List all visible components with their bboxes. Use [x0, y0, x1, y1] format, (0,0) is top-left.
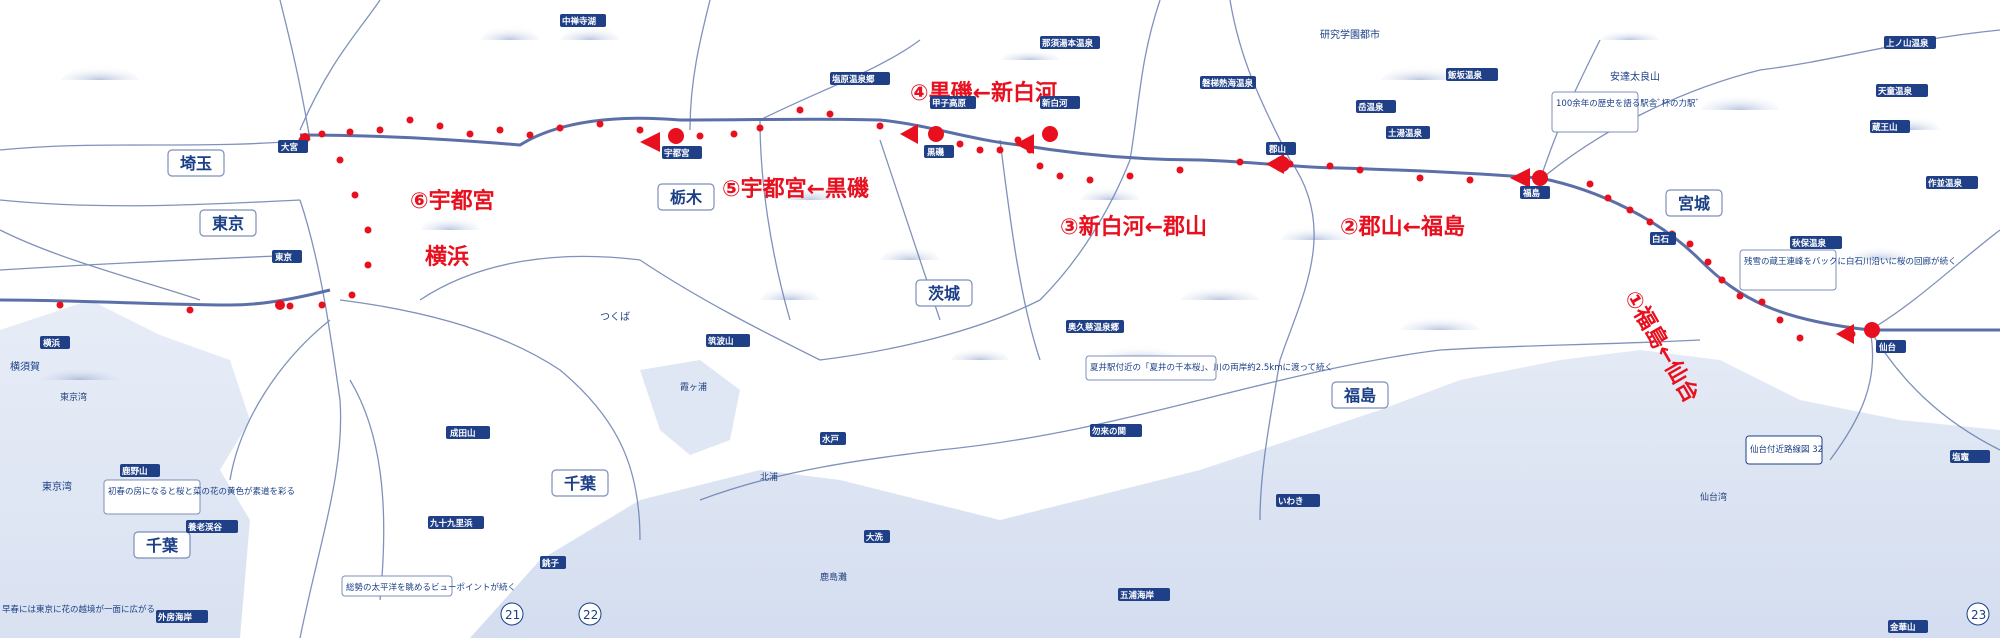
station-utsunomiya — [668, 128, 684, 144]
badge-yoro: 養老渓谷 — [187, 522, 223, 533]
note-sendai-map: 仙台付近路線図 32 — [1750, 444, 1823, 455]
page-23: 23 — [1971, 608, 1986, 622]
badge-bandai-atami: 磐梯熱海温泉 — [1201, 78, 1254, 89]
badge-izura: 五浦海岸 — [1120, 590, 1155, 601]
station-sendai — [1864, 322, 1880, 338]
badge-okukuji: 奥久慈温泉郷 — [1067, 322, 1120, 333]
badge-oarai: 大洗 — [866, 532, 884, 543]
main-line — [299, 116, 2000, 332]
route-label-5: ⑤宇都宮←黒磯 — [722, 176, 869, 202]
badge-utsunomiya: 宇都宮 — [664, 148, 690, 159]
badge-kujukuri: 九十九里浜 — [429, 518, 473, 529]
badge-choshi: 銚子 — [542, 558, 560, 569]
page-numbers: 21 22 23 — [500, 602, 1990, 626]
badge-tokyo: 東京 — [275, 252, 293, 263]
badge-naritasan: 成田山 — [450, 428, 476, 439]
badge-sotobo: 外房海岸 — [157, 612, 193, 623]
badge-shin-shirakawa: 新白河 — [1042, 98, 1068, 109]
route-label-3: ③新白河←郡山 — [1060, 214, 1207, 240]
badge-sakunami: 作並温泉 — [1928, 178, 1963, 189]
station-kuroiso — [928, 126, 944, 142]
tokaido-line — [0, 288, 331, 307]
note-3: 夏井駅付近の「夏井の千本桜」、川の両岸約2.5kmに渡って続く — [1090, 362, 1333, 373]
arrow-5 — [900, 124, 918, 144]
route-label-6: ⑥宇都宮 — [410, 188, 495, 214]
place-yokosuka: 横須賀 — [10, 360, 40, 373]
sea-pacific — [470, 350, 2000, 638]
pref-ibaraki: 茨城 — [928, 284, 960, 303]
badge-shiobara: 塩原温泉郷 — [832, 74, 875, 85]
route-label-7: 横浜 — [425, 245, 469, 270]
prefecture-labels: 埼玉 東京 栃木 茨城 千葉 千葉 宮城 福島 — [133, 149, 1723, 559]
notes: 100余年の歴史を語る駅舎ﾞ杯の力駅ﾞ 残雪の蔵王連峰をバックに白石川沿いに桜の… — [2, 91, 1957, 615]
place-tsukuba: つくば — [600, 311, 630, 323]
station-tokyo — [275, 300, 285, 310]
badge-mito: 水戸 — [821, 434, 840, 445]
badge-akiu: 秋保温泉 — [1791, 238, 1827, 249]
arrow-4 — [1015, 134, 1034, 154]
badge-tsuchiyu: 土湯温泉 — [1388, 128, 1423, 139]
sea-sendai-bay: 仙台湾 — [1700, 491, 1727, 503]
badge-nasu-yumoto: 那須湯本温泉 — [1042, 38, 1094, 49]
route-label-2: ②郡山←福島 — [1340, 214, 1465, 240]
pref-tokyo: 東京 — [212, 214, 244, 233]
station-shin-shirakawa — [1042, 126, 1058, 142]
badge-kinkasan: 金華山 — [1889, 622, 1916, 633]
badge-shiroishi: 白石 — [1652, 234, 1670, 245]
badge-tendo: 天童温泉 — [1878, 86, 1913, 97]
note-5: 総勢の太平洋を眺めるビューポイントが続く — [346, 582, 516, 593]
pref-chiba: 千葉 — [146, 536, 179, 555]
badge-kaminoyama: 上ノ山温泉 — [1886, 38, 1929, 49]
note-2: 残雪の蔵王連峰をバックに白石川沿いに桜の回廊が続く — [1744, 256, 1957, 267]
pref-miyagi: 宮城 — [1678, 194, 1710, 213]
note-1: 100余年の歴史を語る駅舎ﾞ杯の力駅ﾞ — [1556, 98, 1700, 109]
badge-dake: 岳温泉 — [1358, 102, 1384, 113]
badge-chuzenji: 中禅寺湖 — [562, 16, 597, 27]
route-labels: ①福島←仙台 ②郡山←福島 ③新白河←郡山 ④黒磯←新白河 ⑤宇都宮←黒磯 ⑥宇… — [410, 80, 1704, 407]
badge-shiogama: 塩竈 — [1952, 452, 1970, 463]
badge-koriyama: 郡山 — [1268, 144, 1286, 155]
place-inawashiro: 研究学園都市 — [1320, 28, 1380, 41]
lake-kasumigaura — [640, 360, 740, 455]
station-fukushima — [1532, 170, 1548, 186]
badge-kashi: 甲子高原 — [932, 98, 967, 109]
place-labels: 東京湾 横須賀 つくば 安達太良山 研究学園都市 — [10, 28, 1660, 493]
sea-kasumigaura: 霞ヶ浦 — [680, 381, 707, 393]
sea-kashimanada: 鹿島灘 — [820, 571, 847, 583]
arrow-2 — [1510, 168, 1530, 188]
badge-fukushima: 福島 — [1522, 188, 1541, 199]
route-arrows — [640, 124, 1854, 344]
pref-saitama: 埼玉 — [180, 154, 212, 173]
arrow-6 — [640, 132, 660, 152]
place-tokyo-bay: 東京湾 — [42, 480, 72, 493]
page-21: 21 — [505, 608, 520, 622]
badge-kanozan: 鹿野山 — [121, 466, 148, 477]
badge-iwaki: いわき — [1278, 497, 1304, 507]
note-4: 初春の房になると桜と菜の花の黄色が素道を彩る — [108, 486, 295, 497]
badge-iizaka: 飯坂温泉 — [1447, 70, 1483, 81]
pref-fukushima: 福島 — [1343, 386, 1376, 405]
badge-tsukuba: 筑波山 — [708, 336, 734, 347]
sea-kitaura: 北浦 — [760, 471, 778, 483]
pref-tochigi: 栃木 — [670, 188, 703, 207]
place-azuma: 安達太良山 — [1610, 70, 1660, 83]
badge-omiya: 大宮 — [281, 142, 299, 153]
badge-nakoso: 勿来の関 — [1091, 426, 1126, 437]
note-7: 早春には東京に花の越境が一面に広がる — [2, 604, 155, 615]
arrow-1 — [1836, 324, 1854, 344]
sea-labels: 霞ヶ浦 北浦 鹿島灘 仙台湾 東京湾 — [60, 381, 1727, 583]
badge-zaosan: 蔵王山 — [1872, 122, 1898, 133]
badge-kuroiso: 黒磯 — [927, 147, 945, 158]
station-badges: 仙台 福島 郡山 新白河 黒磯 宇都宮 大宮 東京 横浜 成田山 水戸 大洗 い… — [40, 14, 1990, 633]
pref-chiba-2: 千葉 — [564, 474, 597, 493]
badge-sendai: 仙台 — [1879, 342, 1897, 353]
page-22: 22 — [583, 608, 598, 622]
sea-tokyo-bay: 東京湾 — [60, 391, 87, 403]
badge-yokohama: 横浜 — [42, 338, 61, 349]
arrow-3 — [1266, 154, 1284, 174]
